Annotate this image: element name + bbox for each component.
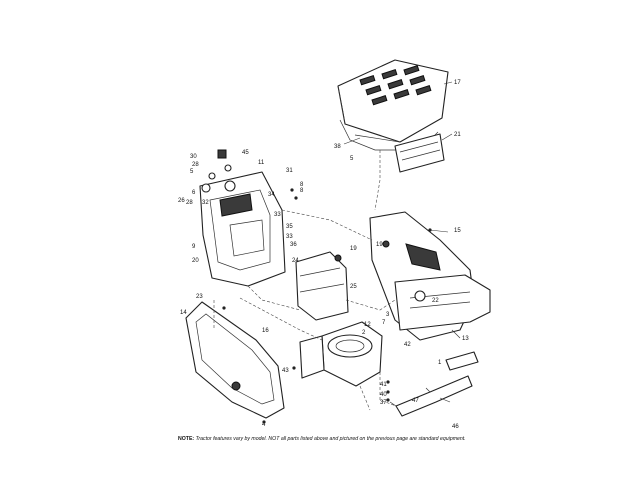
note-lead: NOTE: (178, 436, 195, 442)
footnote: NOTE: Tractor features vary by model. NO… (178, 436, 478, 442)
callout-33b: 33 (286, 234, 293, 240)
callout-41: 41 (380, 382, 387, 388)
callout-16: 16 (262, 328, 269, 334)
callout-19: 19 (350, 246, 357, 252)
hood-vents (359, 65, 432, 106)
callout-19b: 19 (376, 242, 383, 248)
callout-35: 35 (286, 224, 293, 230)
callout-6: 6 (192, 190, 196, 196)
callout-28b: 28 (186, 200, 193, 206)
fuel-tank (295, 251, 349, 321)
callout-43: 43 (282, 368, 289, 374)
callout-7: 7 (382, 320, 386, 326)
callout-34: 34 (268, 192, 275, 198)
callout-5: 5 (350, 156, 354, 162)
callout-31: 31 (286, 168, 293, 174)
callout-9: 9 (192, 244, 196, 250)
callout-8: 8 (300, 188, 304, 194)
callout-26: 26 (178, 198, 185, 204)
callout-30: 30 (190, 154, 197, 160)
callout-23: 23 (196, 294, 203, 300)
callout-42: 42 (404, 342, 411, 348)
callout-20: 20 (192, 258, 199, 264)
callout-3: 3 (386, 312, 390, 318)
fasteners (222, 188, 432, 424)
callout-40: 40 (380, 392, 387, 398)
grille-housing (369, 211, 491, 341)
callout-38: 38 (334, 144, 341, 150)
callout-22: 22 (432, 298, 439, 304)
hood (337, 59, 449, 211)
callout-5b: 5 (190, 169, 194, 175)
callout-2: 2 (362, 330, 366, 336)
callout-15: 15 (454, 228, 461, 234)
callout-36: 36 (290, 242, 297, 248)
callout-14: 14 (180, 310, 187, 316)
callout-46: 46 (452, 424, 459, 430)
callout-1: 1 (438, 360, 442, 366)
callout-12: 12 (364, 322, 371, 328)
callout-labels: 17 21 38 5 45 30 28 11 5 31 6 26 28 32 3… (178, 80, 469, 430)
front-bumper (389, 351, 479, 417)
leader-lines (343, 81, 461, 403)
key-switch (208, 149, 232, 180)
callout-45: 45 (242, 150, 249, 156)
note-text: Tractor features vary by model. NOT all … (195, 436, 466, 442)
callout-11: 11 (258, 160, 265, 166)
callout-37: 37 (380, 400, 387, 406)
callout-47: 47 (412, 398, 419, 404)
callout-24: 24 (292, 258, 299, 264)
assembly-lines (213, 209, 397, 411)
callout-28: 28 (192, 162, 199, 168)
callout-25: 25 (350, 284, 357, 290)
callout-32: 32 (202, 200, 209, 206)
hood-bracket (394, 133, 445, 173)
frame-support (299, 321, 383, 387)
callout-33: 33 (274, 212, 281, 218)
callout-13: 13 (462, 336, 469, 342)
callout-8b: 8 (300, 182, 304, 188)
callout-21: 21 (454, 132, 461, 138)
side-panel (185, 301, 285, 419)
callout-4: 4 (262, 422, 266, 428)
callout-17: 17 (454, 80, 461, 86)
dashboard-console (199, 171, 286, 287)
